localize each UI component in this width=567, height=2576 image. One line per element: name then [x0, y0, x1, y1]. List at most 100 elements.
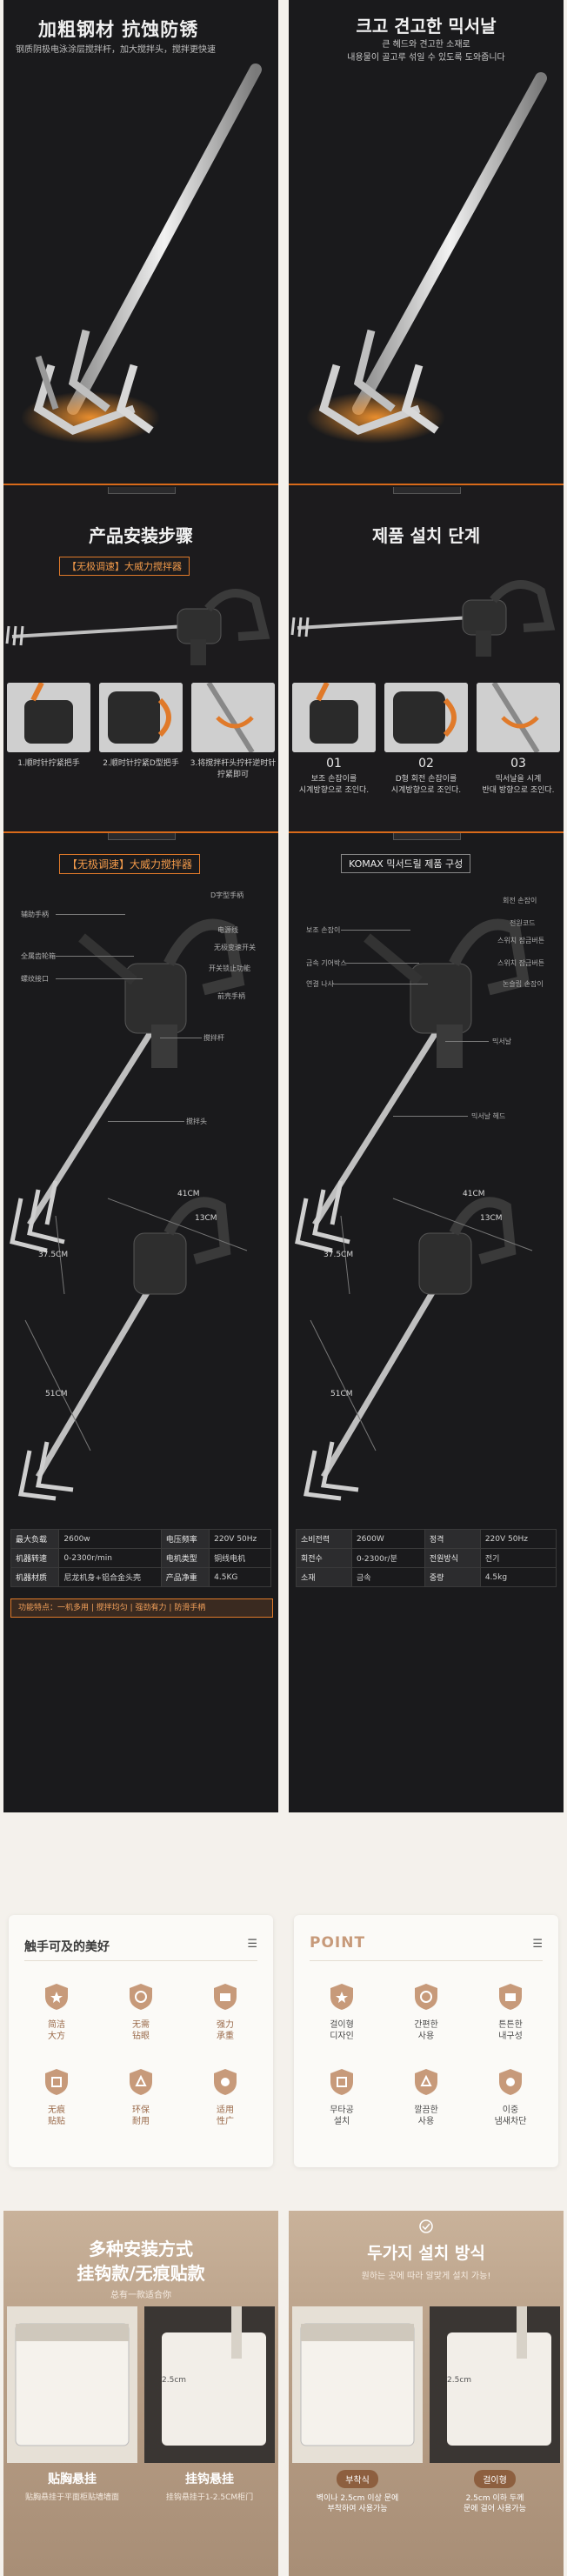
divider — [24, 1960, 257, 1961]
leader-line — [56, 978, 143, 979]
label-speed-switch: 스위치 잠금버튼 — [497, 937, 545, 944]
parts-panel: KOMAX 【无极调速】大威力搅拌器 D字型手柄 辅助手柄 电源线 无极变速开关… — [3, 833, 278, 1812]
recycle-icon — [130, 2069, 152, 2095]
step-2-image — [99, 683, 183, 752]
label-d-handle: 회전 손잡이 — [503, 897, 537, 904]
label-power-cord: 전원코드 — [510, 919, 536, 927]
leader-line — [341, 930, 410, 931]
method-subtitle: 总有一款适合你 — [110, 2291, 171, 2300]
rod-title: 加粗钢材 抗蚀防锈 — [38, 19, 199, 40]
step-2-image — [384, 683, 468, 752]
spec-table: 最大负载 2600w 电压频率 220V 50Hz 机器转速 0-2300r/m… — [10, 1529, 271, 1587]
feature-item: 이중 냄새차단 — [480, 2068, 541, 2127]
mixer-parts-image — [295, 918, 530, 1253]
check-icon — [419, 2219, 433, 2233]
feature-caption: 强力 承重 — [217, 2020, 234, 2041]
shield-circle-icon — [130, 1984, 152, 2010]
spec-value: 0-2300r/min — [58, 1548, 162, 1568]
dim-length: 51CM — [330, 1390, 353, 1398]
label-gearbox: 全属齿轮箱 — [21, 952, 56, 960]
feature-caption: 튼튼한 내구성 — [498, 2020, 523, 2041]
parts-tag: 【无极调速】大威力搅拌器 — [59, 854, 201, 874]
leader-line — [344, 963, 419, 964]
install-method-panel-cn: 多种安装方式 挂钩款/无痕贴款 总有一款适合你 2.5cm 贴胸悬挂 贴胸悬挂于… — [3, 2211, 278, 2576]
step-3-number: 03 — [510, 757, 526, 771]
label-aux-handle: 보조 손잡이 — [306, 926, 341, 934]
gear-icon — [499, 2069, 522, 2095]
komax-logo: KOMAX — [393, 487, 461, 494]
komax-logo: KOMAX — [393, 833, 461, 840]
komax-logo: KOMAX — [108, 833, 176, 840]
label-rod: 믹서날 — [492, 1038, 512, 1045]
orange-divider — [289, 484, 564, 485]
table-row: 最大负载 2600w 电压频率 220V 50Hz — [10, 1529, 271, 1549]
rod-subtitle: 钢质阴极电泳涂层搅拌杆，加大搅拌头，搅拌更快速 — [16, 45, 216, 55]
card-title: POINT — [310, 1934, 366, 1952]
install-steps-panel: KOMAX 产品安装步骤 【无极调速】大威力搅拌器 1.顺时针拧紧把手 2.顺时… — [3, 487, 278, 922]
recycle-icon — [415, 2069, 437, 2095]
spec-key: 电机类型 — [160, 1548, 210, 1568]
feature-caption: 环保 耐用 — [132, 2106, 150, 2126]
step-1-number: 01 — [326, 757, 342, 771]
step-1-image — [7, 683, 90, 752]
feature-item: 无痕 贴贴 — [26, 2068, 87, 2127]
label-aux-handle: 辅助手柄 — [21, 911, 49, 918]
feature-caption: 이중 냄새차단 — [494, 2106, 527, 2126]
label-head: 믹서날 헤드 — [471, 1112, 506, 1120]
shield-sticker-icon — [45, 2069, 68, 2095]
shield-sticker-icon — [330, 2069, 353, 2095]
spec-key: 电压频率 — [160, 1529, 210, 1549]
thickness-mark: 2.5cm — [447, 2376, 472, 2385]
divider — [310, 1960, 543, 1961]
photo-hook-mount: 2.5cm — [144, 2306, 275, 2463]
shield-star-icon — [330, 1984, 353, 2010]
orange-divider — [3, 484, 278, 485]
feature-caption: 无需 钻眼 — [132, 2020, 150, 2041]
orange-divider — [3, 831, 278, 833]
feature-caption: 适用 性广 — [217, 2106, 234, 2126]
menu-icon[interactable]: ☰ — [247, 1938, 257, 1951]
caption-sub: 贴胸悬挂于平面柜贴墙墙面 — [24, 2493, 119, 2502]
spec-key: 最大负载 — [10, 1529, 60, 1549]
label-lock-switch: 开关锁止功能 — [209, 964, 250, 972]
step-2-caption: 2.顺时针拧紧D型把手 — [103, 759, 179, 768]
feature-item: 无需 钻眼 — [110, 1983, 171, 2042]
menu-icon[interactable]: ☰ — [532, 1938, 543, 1951]
shield-weight-icon — [499, 1984, 522, 2010]
label-power-cord: 电源线 — [217, 926, 238, 934]
shield-circle-icon — [415, 1984, 437, 2010]
rod-panel: 加粗钢材 抗蚀防锈 钢质阴极电泳涂层搅拌杆，加大搅拌头，搅拌更快速 — [3, 0, 278, 487]
caption-left: 贴胸悬挂 贴胸悬挂于平面柜贴墙墙面 — [7, 2470, 137, 2502]
mixer-drill-image — [290, 580, 556, 657]
spec-value: 220V 50Hz — [479, 1529, 557, 1549]
spec-value: 4.5kg — [479, 1567, 557, 1587]
method-title: 두가지 설치 방식 — [367, 2244, 485, 2263]
spec-value: 2600W — [350, 1529, 425, 1549]
photo-sticky-mount — [7, 2306, 137, 2463]
step-1-caption: 1.顺时针拧紧把手 — [17, 759, 80, 768]
feature-card-cn: 触手可及的美好 ☰ 简洁 大方 无需 钻眼 强力 承重 无痕 贴贴 环保 耐用 … — [9, 1915, 273, 2167]
feature-item: 간편한 사용 — [396, 1983, 457, 2042]
spec-value: 4.5KG — [209, 1567, 271, 1587]
caption-sub: 벽이나 2.5cm 이상 문에 부착하여 사용가능 — [316, 2494, 399, 2513]
dim-width: 41CM — [463, 1190, 485, 1198]
leader-line — [108, 1121, 184, 1122]
step-3-image — [477, 683, 560, 752]
leader-line — [445, 1041, 489, 1042]
parts-tag: KOMAX 믹서드릴 제품 구성 — [341, 854, 471, 873]
caption-right: 걸이형 2.5cm 이하 두께 문에 걸어 사용가능 — [430, 2470, 560, 2514]
feature-card-kr: POINT ☰ 걸이형 디자인 간편한 사용 튼튼한 내구성 무타공 설치 깔끔… — [294, 1915, 558, 2167]
shield-star-icon — [45, 1984, 68, 2010]
leader-line — [56, 956, 134, 957]
table-row: 회전수 0-2300r/분 전원방식 전기 — [296, 1548, 557, 1568]
step-3-caption: 믹서날을 시계 반대 방향으로 조인다. — [482, 775, 555, 795]
rod-panel: 크고 견고한 믹서날 큰 헤드와 견고한 소재로 내용물이 골고루 섞일 수 있… — [289, 0, 564, 487]
feature-caption: 간편한 사용 — [414, 2020, 438, 2041]
feature-caption: 깔끔한 사용 — [414, 2106, 438, 2126]
method-title-2: 挂钩款/无痕贴款 — [77, 2263, 205, 2284]
thickness-mark: 2.5cm — [162, 2376, 187, 2385]
caption-right: 挂钩悬挂 挂钩悬挂于1-2.5CM柜门 — [144, 2470, 275, 2502]
feature-caption: 걸이형 디자인 — [330, 2020, 354, 2041]
card-title: 触手可及的美好 — [24, 1940, 110, 1954]
label-rod: 搅拌杆 — [203, 1034, 224, 1042]
